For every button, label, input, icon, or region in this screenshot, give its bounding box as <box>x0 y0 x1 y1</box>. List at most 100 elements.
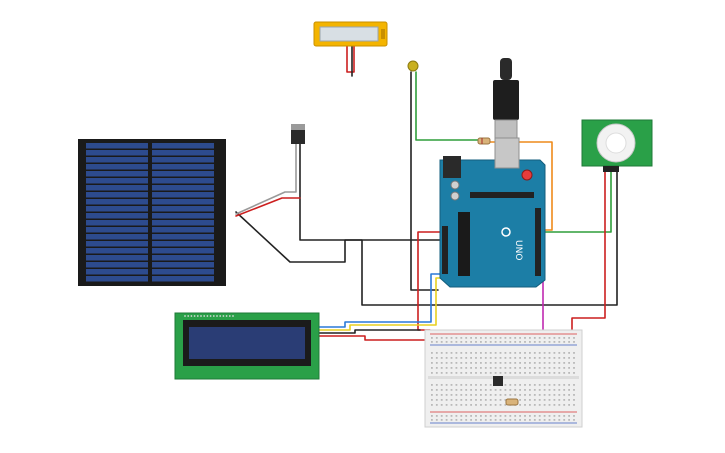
breadboard-hole <box>470 419 472 421</box>
resistor-breadboard[interactable] <box>505 398 519 406</box>
breadboard-hole <box>568 337 570 339</box>
breadboard-hole <box>553 394 556 396</box>
breadboard-hole <box>475 399 477 401</box>
breadboard-hole <box>435 362 438 364</box>
breadboard-hole <box>519 404 521 406</box>
breadboard-hole <box>445 389 448 391</box>
led[interactable] <box>407 60 419 72</box>
breadboard-hole <box>548 367 551 369</box>
solar-panel[interactable] <box>78 139 226 286</box>
solar-cell <box>86 262 148 268</box>
breadboard-hole <box>558 362 561 364</box>
lcd-pin <box>212 315 215 317</box>
breadboard-hole <box>533 384 536 386</box>
wire-led-black[interactable] <box>410 71 439 291</box>
breadboard-hole <box>435 337 438 339</box>
breadboard-hole <box>475 372 477 374</box>
breadboard-hole <box>440 362 443 364</box>
breadboard-hole <box>558 367 561 369</box>
breadboard-hole <box>470 357 472 359</box>
wire-pir-black[interactable] <box>299 141 618 306</box>
breadboard-hole <box>509 357 512 359</box>
wire-arduino-red[interactable] <box>417 231 441 331</box>
breadboard-hole <box>455 337 458 339</box>
wire-led-green[interactable] <box>415 71 481 141</box>
solar-cell <box>152 150 214 156</box>
breadboard-hole <box>548 341 551 343</box>
breadboard-hole <box>533 341 536 343</box>
breadboard-hole <box>529 394 531 396</box>
breadboard-hole <box>431 394 433 396</box>
breadboard-hole <box>484 337 487 339</box>
breadboard-hole <box>450 357 453 359</box>
breadboard-hole <box>529 389 531 391</box>
breadboard-hole <box>543 394 546 396</box>
wire-solar-black[interactable] <box>235 211 441 263</box>
wire-lcd-blue[interactable] <box>317 273 443 328</box>
breadboard-hole <box>431 337 433 339</box>
breadboard-hole <box>431 389 433 391</box>
breadboard-hole <box>558 415 561 417</box>
breadboard-hole <box>524 372 526 374</box>
breadboard-hole <box>465 337 468 339</box>
wire-solar-gray[interactable] <box>235 141 297 215</box>
wire-lcd-yellow[interactable] <box>317 277 443 331</box>
breadboard-hole <box>445 362 448 364</box>
resistor-led[interactable] <box>477 137 491 145</box>
breadboard-hole <box>504 389 507 391</box>
wire-pir-green[interactable] <box>539 171 612 233</box>
breadboard-hole <box>470 362 472 364</box>
breadboard-hole <box>524 399 526 401</box>
breadboard-hole <box>499 389 502 391</box>
breadboard-hole <box>533 399 536 401</box>
wire-resistor-orange[interactable] <box>489 141 553 231</box>
breadboard-hole <box>553 419 556 421</box>
breadboard-hole <box>543 372 546 374</box>
breadboard-hole <box>455 419 458 421</box>
breadboard-hole <box>431 384 433 386</box>
lcd-display[interactable] <box>174 312 320 380</box>
breadboard-hole <box>524 415 526 417</box>
breadboard-hole <box>484 341 487 343</box>
breadboard-hole <box>470 389 472 391</box>
arduino-chip <box>458 212 470 276</box>
breadboard-hole <box>563 394 566 396</box>
breadboard-hole <box>499 357 502 359</box>
arduino-reset-button[interactable] <box>521 169 533 181</box>
pushbutton[interactable] <box>493 376 503 386</box>
breadboard-hole <box>460 389 463 391</box>
breadboard-hole <box>499 404 502 406</box>
breadboard-hole <box>484 404 487 406</box>
breadboard-hole <box>440 415 443 417</box>
regulator-body <box>291 130 305 144</box>
solar-frame <box>78 139 226 286</box>
breadboard-hole <box>455 384 458 386</box>
breadboard-hole <box>573 357 575 359</box>
battery[interactable] <box>313 21 388 47</box>
breadboard-hole <box>538 362 541 364</box>
wire-solar-red[interactable] <box>235 197 301 217</box>
breadboard-hole <box>465 367 468 369</box>
breadboard-hole <box>484 399 487 401</box>
lcd-pin <box>228 315 231 317</box>
arduino-uno[interactable]: UNO <box>439 58 546 288</box>
breadboard-hole <box>484 362 487 364</box>
breadboard-hole <box>504 394 507 396</box>
breadboard-hole <box>504 404 507 406</box>
breadboard-hole <box>529 362 531 364</box>
breadboard-hole <box>494 399 497 401</box>
wire-battery-red[interactable] <box>346 44 355 73</box>
breadboard-hole <box>504 415 507 417</box>
wire-lcd-black[interactable] <box>317 329 421 334</box>
breadboard-hole <box>460 415 463 417</box>
breadboard-hole <box>445 419 448 421</box>
wire-pir-red[interactable] <box>571 171 606 331</box>
breadboard-hole <box>450 404 453 406</box>
solar-cell <box>152 220 214 226</box>
breadboard[interactable] <box>424 329 583 428</box>
breadboard-hole <box>519 367 521 369</box>
breadboard-hole <box>440 419 443 421</box>
pir-sensor[interactable] <box>581 119 653 172</box>
wire-lcd-red[interactable] <box>317 335 429 341</box>
voltage-regulator[interactable] <box>291 124 305 144</box>
